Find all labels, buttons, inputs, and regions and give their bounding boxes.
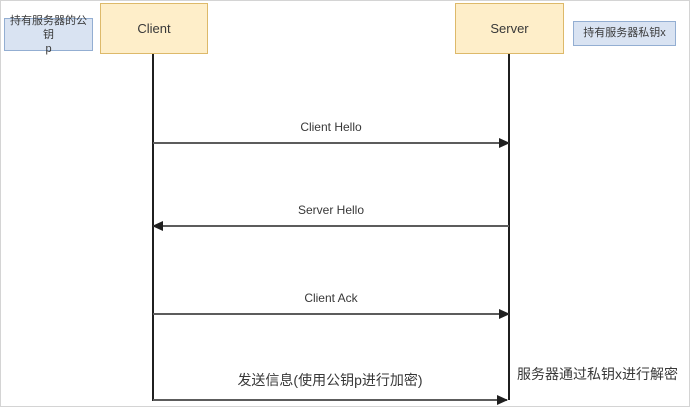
arrow-right-icon <box>497 395 508 405</box>
message-server-hello-line <box>153 225 509 227</box>
arrow-right-icon <box>499 138 510 148</box>
actor-server: Server <box>455 3 564 54</box>
arrow-right-icon <box>499 309 510 319</box>
server-decrypt-annotation: 服务器通过私钥x进行解密 <box>517 366 678 382</box>
server-private-key-note: 持有服务器私钥x <box>573 21 676 46</box>
actor-client-label: Client <box>137 21 171 36</box>
client-public-key-note-line2: p <box>45 42 52 55</box>
client-public-key-note: 持有服务器的公钥 p <box>4 15 93 55</box>
message-server-hello-label: Server Hello <box>297 203 365 217</box>
message-client-ack-label: Client Ack <box>304 291 358 305</box>
message-send-encrypted-line <box>153 399 507 401</box>
arrow-left-icon <box>152 221 163 231</box>
actor-client: Client <box>100 3 208 54</box>
message-client-hello-line <box>153 142 509 144</box>
client-public-key-note-line1: 持有服务器的公钥 <box>10 14 87 41</box>
message-client-ack-line <box>153 313 509 315</box>
server-private-key-note-text: 持有服务器私钥x <box>583 27 666 39</box>
actor-server-label: Server <box>490 21 529 36</box>
message-client-hello-label: Client Hello <box>300 120 362 134</box>
message-send-encrypted-label: 发送信息(使用公钥p进行加密) <box>237 372 423 388</box>
server-lifeline <box>508 54 510 400</box>
